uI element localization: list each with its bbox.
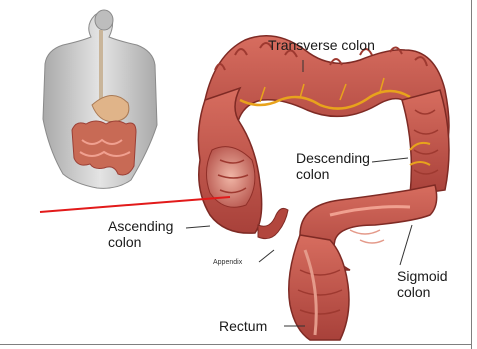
ascending-colon-label-line2: colon [108, 234, 141, 250]
rectum [289, 235, 349, 340]
appendix-label: Appendix [213, 259, 242, 267]
sigmoid-colon-label-line1: Sigmoid [397, 268, 448, 284]
pointer-line [40, 197, 230, 212]
sigmoid-colon-label-line2: colon [397, 284, 430, 300]
ascending-colon-label-line1: Ascending [108, 218, 173, 234]
descending-colon-label-line2: colon [296, 166, 329, 182]
appendix [258, 208, 288, 238]
rectum-label: Rectum [219, 318, 267, 334]
descending-colon-label-line1: Descending [296, 150, 370, 166]
transverse-colon-label: Transverse colon [268, 37, 375, 53]
torso-thumbnail [43, 10, 157, 188]
image-border-right [471, 0, 472, 349]
image-border-bottom [0, 344, 472, 345]
